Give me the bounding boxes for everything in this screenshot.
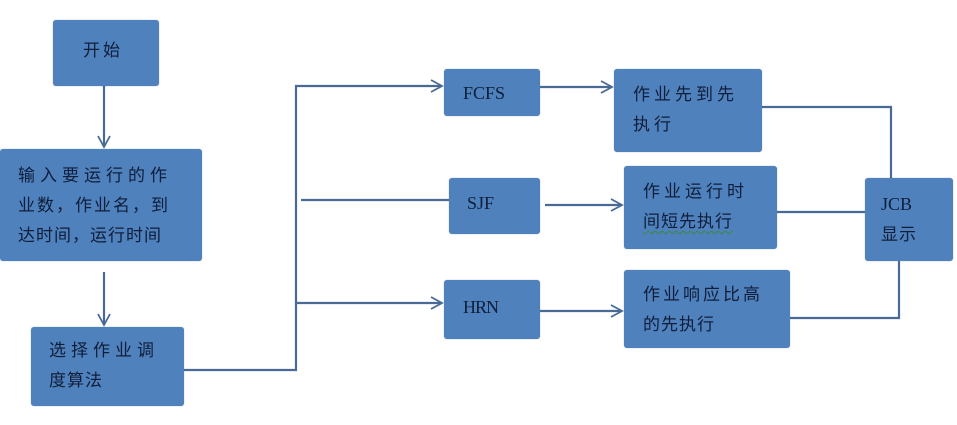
sjf-node: SJF — [449, 178, 540, 234]
hrn-node: HRN — [444, 280, 540, 339]
edge-hrndesc-jcb — [790, 261, 901, 320]
input-line-1: 输入要运行的作 — [18, 166, 172, 186]
fcfs-desc-line-1: 作业先到先 — [633, 85, 738, 105]
sjf-desc-line-2: 间短先执行 — [643, 212, 733, 232]
start-node: 开始 — [53, 20, 159, 86]
input-line-3: 达时间，运行时间 — [18, 226, 162, 246]
select-line-1: 选择作业调 — [49, 341, 159, 361]
sjf-label: SJF — [467, 193, 495, 213]
jcb-line-2: 显示 — [881, 225, 917, 245]
input-line-2: 业数，作业名，到 — [18, 196, 170, 216]
jcb-line-1: JCB — [881, 194, 913, 214]
sjf-desc-node: 作业运行时 间短先执行 — [624, 166, 777, 249]
hrn-desc-line-2: 的先执行 — [643, 315, 715, 335]
input-node: 输入要运行的作 业数，作业名，到 达时间，运行时间 — [0, 149, 202, 261]
fcfs-label: FCFS — [463, 83, 506, 103]
jcb-display-node: JCB 显示 — [865, 178, 953, 261]
hrn-desc-node: 作业响应比高 的先执行 — [624, 270, 790, 348]
sjf-desc-line-1: 作业运行时 — [643, 182, 748, 202]
edge-select-trunk — [184, 79, 444, 372]
select-algorithm-node: 选择作业调 度算法 — [31, 327, 184, 406]
fcfs-desc-node: 作业先到先 执行 — [614, 69, 762, 152]
edge-fcfsdesc-jcb — [762, 105, 893, 178]
hrn-label: HRN — [463, 297, 499, 317]
hrn-desc-line-1: 作业响应比高 — [643, 285, 763, 305]
fcfs-desc-line-2: 执行 — [633, 115, 675, 135]
start-label: 开始 — [83, 41, 123, 61]
select-line-2: 度算法 — [49, 371, 103, 391]
fcfs-node: FCFS — [444, 69, 540, 116]
